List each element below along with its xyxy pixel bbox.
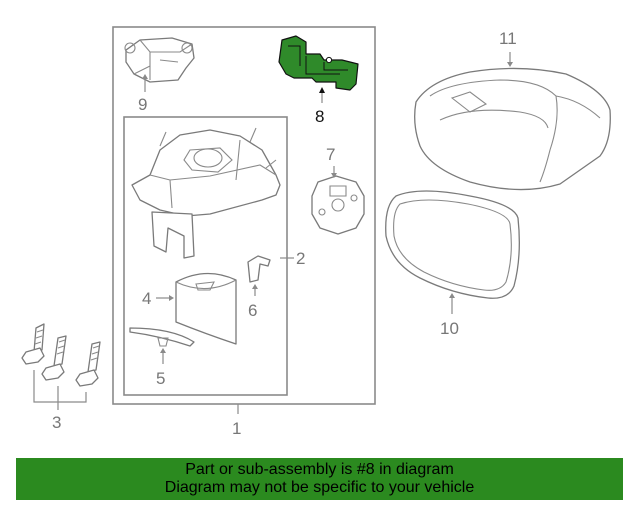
callout-7[interactable]: 7 [326, 145, 335, 164]
arrow-4 [169, 295, 174, 301]
part-8-bracket[interactable] [278, 35, 359, 91]
callout-3[interactable]: 3 [52, 413, 61, 432]
callout-8[interactable]: 8 [315, 107, 324, 126]
mirror-assembly-frame [112, 26, 376, 405]
callout-6[interactable]: 6 [248, 301, 257, 320]
arrow-6 [252, 284, 258, 289]
part-3-bolts[interactable] [21, 323, 101, 387]
leader-3 [33, 370, 87, 410]
info-banner: Part or sub-assembly is #8 in diagram Di… [16, 458, 623, 500]
arrow-8 [319, 87, 325, 93]
arrow-10 [449, 293, 455, 298]
housing-subassembly-frame [123, 116, 288, 396]
callout-10[interactable]: 10 [440, 319, 459, 338]
banner-line-2: Diagram may not be specific to your vehi… [164, 479, 475, 496]
exploded-parts-diagram: 9 8 2 6 4 5 [21, 26, 611, 438]
arrow-5 [160, 348, 166, 353]
part-2-housing[interactable] [131, 127, 281, 259]
part-11-mirror-housing[interactable] [414, 67, 611, 191]
callout-2[interactable]: 2 [296, 249, 305, 268]
banner-line-1: Part or sub-assembly is #8 in diagram [185, 461, 454, 478]
arrow-11 [507, 62, 513, 67]
part-6-clip[interactable] [247, 255, 271, 283]
callout-1[interactable]: 1 [232, 419, 241, 438]
callout-5[interactable]: 5 [156, 369, 165, 388]
arrow-7 [331, 173, 337, 178]
part-4-cover[interactable] [175, 272, 237, 345]
callout-9[interactable]: 9 [138, 95, 147, 114]
callout-11[interactable]: 11 [499, 29, 517, 48]
arrow-9 [142, 74, 148, 79]
part-9-actuator[interactable] [124, 37, 195, 83]
part-5-trim-strip[interactable] [129, 327, 195, 347]
part-7-motor-plate[interactable] [311, 175, 365, 235]
part-10-mirror-glass[interactable] [385, 190, 520, 299]
callout-4[interactable]: 4 [142, 289, 151, 308]
